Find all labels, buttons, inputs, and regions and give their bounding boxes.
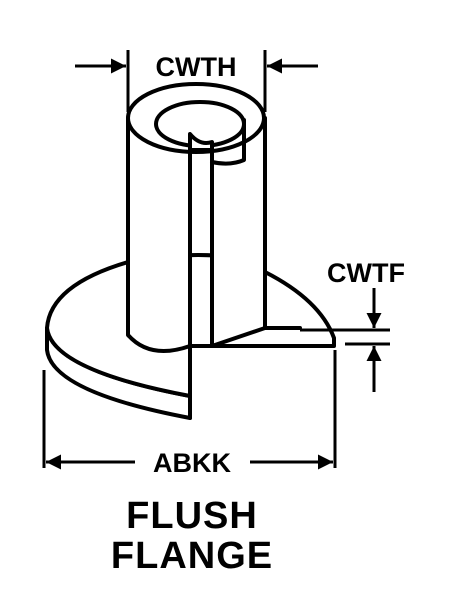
dimension-label-overall-width: ABKK — [153, 448, 231, 478]
caption-line-1: FLUSH — [126, 495, 258, 537]
dimension-top-width — [75, 50, 318, 112]
dimension-label-top-width: CWTH — [156, 52, 237, 82]
dimension-label-flange-thickness: CWTF — [327, 258, 405, 288]
barrel-bore — [154, 100, 246, 148]
bore-inner-wall — [188, 132, 214, 152]
part-outline — [45, 82, 336, 420]
barrel-slot — [188, 148, 214, 420]
bore-lip — [210, 118, 246, 166]
dimension-overall-width — [42, 350, 337, 470]
caption-line-2: FLANGE — [110, 535, 274, 577]
dimension-flange-thickness — [300, 288, 390, 392]
